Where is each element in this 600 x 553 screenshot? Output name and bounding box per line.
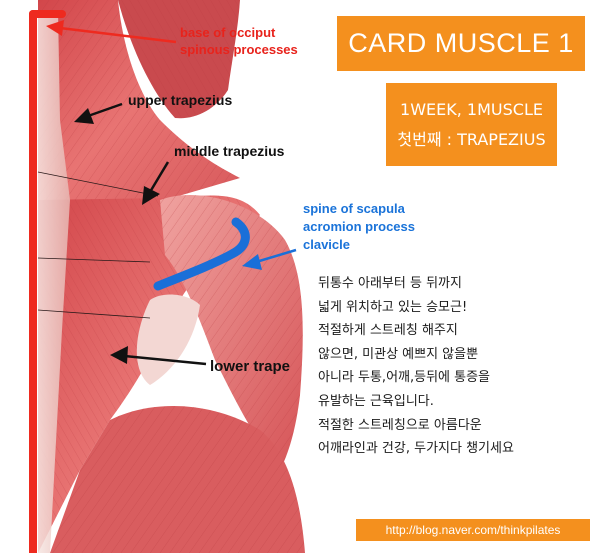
label-clavicle: clavicle bbox=[303, 237, 350, 252]
spine-of-scapula-marker bbox=[153, 217, 250, 291]
card-title: CARD MUSCLE 1 bbox=[337, 16, 585, 71]
label-acromion-process: acromion process bbox=[303, 219, 415, 234]
description-line: 어깨라인과 건강, 두가지다 챙기세요 bbox=[318, 441, 514, 457]
card-subtitle: 1WEEK, 1MUSCLE 첫번째 : TRAPEZIUS bbox=[386, 83, 557, 166]
description-line: 적절하게 스트레칭 해주지 bbox=[318, 323, 458, 339]
label-upper-trapezius: upper trapezius bbox=[128, 92, 233, 108]
subtitle-line-1: 1WEEK, 1MUSCLE bbox=[400, 99, 543, 119]
description-line: 아니라 두통,어깨,등뒤에 통증을 bbox=[318, 370, 491, 386]
label-spinous-processes: spinous processes bbox=[180, 42, 298, 57]
label-middle-trapezius: middle trapezius bbox=[174, 143, 285, 159]
label-lower-trape: lower trape bbox=[210, 358, 291, 375]
subtitle-line-2: 첫번째 : TRAPEZIUS bbox=[397, 129, 546, 149]
label-base-of-occiput: base of occiput bbox=[180, 25, 276, 40]
description-line: 유발하는 근육입니다. bbox=[318, 393, 434, 409]
description-line: 않으면, 미관상 예쁘지 않을뿐 bbox=[318, 346, 479, 362]
description-line: 넓게 위치하고 있는 승모근! bbox=[318, 299, 468, 315]
blog-url-link[interactable]: http://blog.naver.com/thinkpilates bbox=[356, 519, 590, 541]
description-line: 적절한 스트레칭으로 아름다운 bbox=[318, 417, 482, 433]
label-spine-of-scapula: spine of scapula bbox=[303, 201, 405, 216]
description-line: 뒤통수 아래부터 등 뒤까지 bbox=[318, 276, 462, 291]
description-text: 뒤통수 아래부터 등 뒤까지 넓게 위치하고 있는 승모근! 적절하게 스트레칭… bbox=[318, 272, 600, 461]
